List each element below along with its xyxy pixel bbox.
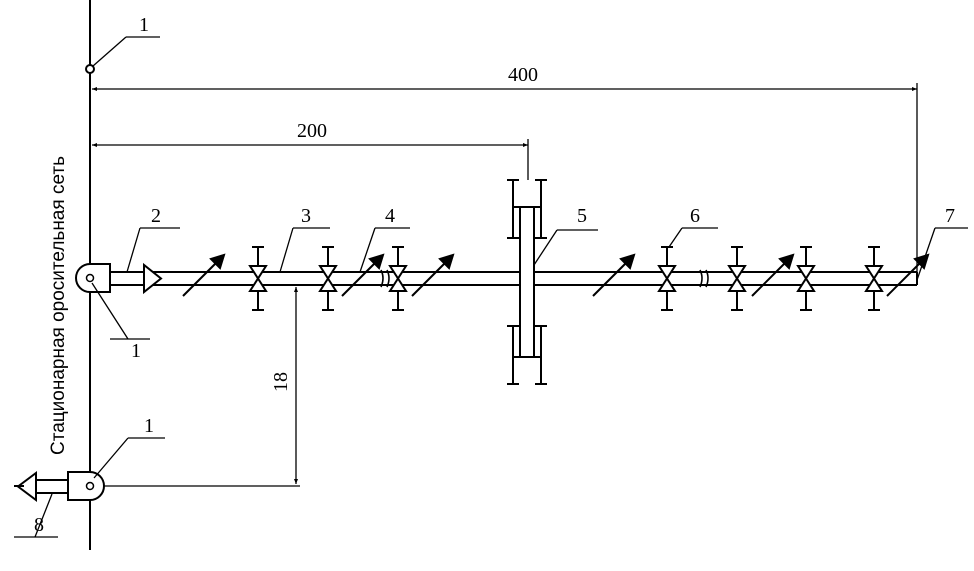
flow-arrows (182, 253, 930, 297)
dim-200-label: 200 (297, 120, 327, 142)
hydrant-bottom-dot (85, 481, 95, 491)
hydrant-top (85, 64, 95, 74)
callout-5: 5 (577, 205, 587, 227)
outlet-arrow-8 (16, 471, 37, 502)
valve-6c (796, 246, 816, 311)
callout-3: 3 (301, 205, 311, 227)
valve-4a (318, 246, 338, 311)
dim-18-label: 18 (270, 372, 292, 392)
leader-8 (34, 493, 53, 538)
leader-6 (668, 227, 683, 248)
leader-7 (916, 227, 936, 281)
callout-2: 2 (151, 205, 161, 227)
callout-1-top: 1 (139, 14, 149, 36)
hydrant-mid-dot (85, 273, 95, 283)
leader-1-mid (91, 282, 129, 340)
dim-400-label: 400 (508, 64, 538, 86)
valve-3 (248, 246, 268, 311)
leader-4 (359, 227, 376, 273)
callout-8: 8 (34, 514, 44, 536)
callout-6: 6 (690, 205, 700, 227)
valve-6d (864, 246, 884, 311)
check-valve-2 (143, 262, 163, 295)
leader-1-top (92, 36, 127, 67)
leader-2 (126, 227, 141, 273)
valve-6a (657, 246, 677, 311)
callout-1-bottom: 1 (144, 415, 154, 437)
central-unit-5 (507, 179, 547, 385)
leader-5 (533, 229, 558, 266)
network-label: Стационарная оросительная сеть (48, 156, 69, 455)
callout-4: 4 (385, 205, 395, 227)
gate-valves (248, 246, 884, 311)
callout-1-mid: 1 (131, 340, 141, 362)
leader-1-bottom (93, 437, 129, 479)
pipe-breaks (380, 269, 709, 288)
leader-3 (279, 227, 294, 273)
valve-6b (727, 246, 747, 311)
callout-7: 7 (945, 205, 955, 227)
valve-4b (388, 246, 408, 311)
